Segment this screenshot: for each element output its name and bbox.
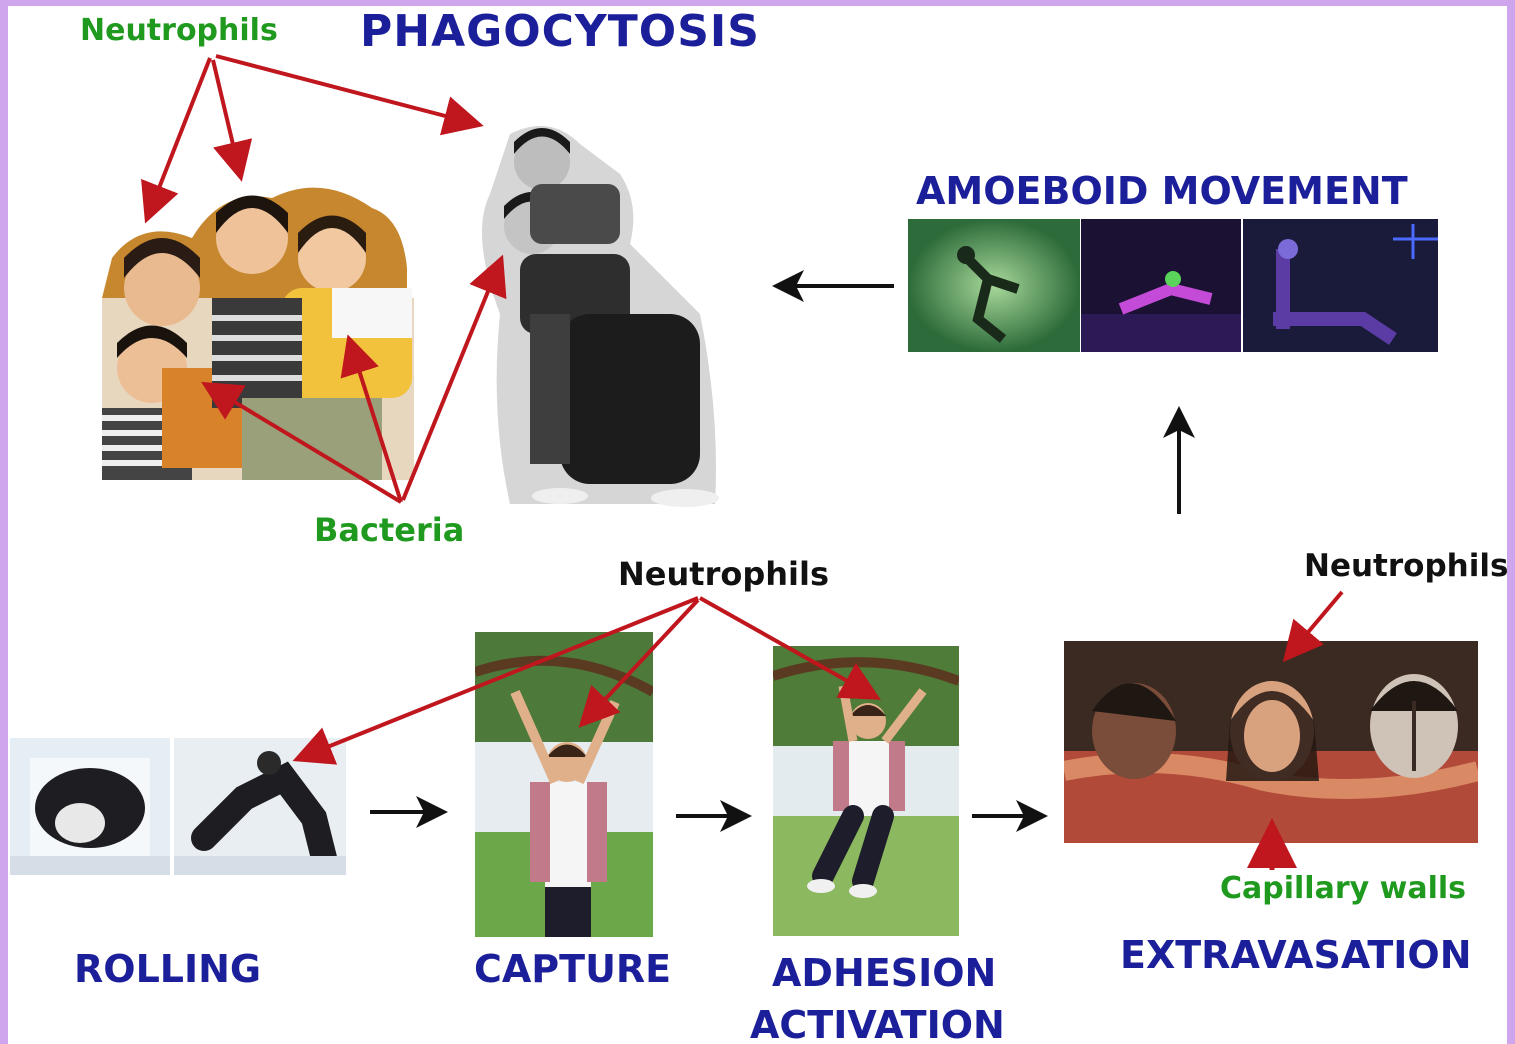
neutrophils-right-label: Neutrophils <box>1304 548 1507 584</box>
amoeboid-frame-1 <box>908 219 1080 352</box>
amoeboid-frame-3 <box>1243 219 1438 352</box>
arrow-neutrophils-to-left-person <box>141 57 212 224</box>
capture-title: CAPTURE <box>474 947 672 991</box>
arrow-bacteria-to-yellow-boy <box>340 334 403 503</box>
capture-photo <box>475 632 653 937</box>
bacteria-label: Bacteria <box>314 511 465 549</box>
arrow-bacteria-to-pair-bottom <box>401 254 507 501</box>
phagocytosis-title: PHAGOCYTOSIS <box>360 6 760 57</box>
arrows-layer <box>141 54 1344 870</box>
activation-title: ACTIVATION <box>750 1003 1005 1044</box>
arrow-neutrophils-to-capture <box>578 598 700 728</box>
rolling-title: ROLLING <box>74 947 262 991</box>
rolling-frame-2 <box>174 738 346 875</box>
rolling-frame-1 <box>10 738 170 875</box>
extravasation-title: EXTRAVASATION <box>1120 933 1472 977</box>
phagocytosis-pair-photo <box>470 114 732 510</box>
arrow-neutrophils-to-extravasation <box>1282 590 1344 663</box>
adhesion-title: ADHESION <box>772 951 997 995</box>
arrow-neutrophils-to-center-person <box>211 59 253 182</box>
arrow-neutrophils-to-adhesion <box>699 596 881 700</box>
neutrophils-top-label: Neutrophils <box>80 13 278 48</box>
amoeboid-movement-title: AMOEBOID MOVEMENT <box>916 169 1408 213</box>
arrow-neutrophils-to-pair-top <box>215 54 484 136</box>
capillary-walls-label: Capillary walls <box>1220 871 1467 906</box>
arrow-neutrophils-to-rolling <box>292 596 699 765</box>
adhesion-photo <box>773 646 959 936</box>
amoeboid-frame-2 <box>1081 219 1241 352</box>
neutrophils-middle-label: Neutrophils <box>618 555 829 593</box>
arrow-bacteria-to-front-boy <box>201 381 403 504</box>
diagram-canvas: PHAGOCYTOSIS Neutrophils Bacteria AMOEBO… <box>8 6 1507 1044</box>
